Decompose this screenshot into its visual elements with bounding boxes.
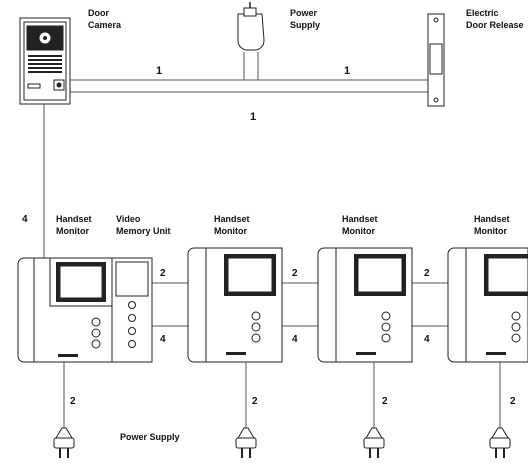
door-camera-lens-center [43, 36, 47, 40]
wire-count-link2-top: 2 [292, 268, 298, 279]
vmu-buttons [128, 301, 136, 348]
wire-count-power-release: 1 [344, 65, 350, 77]
handset-monitor-4 [447, 247, 528, 363]
handset-3-brand-strip [356, 352, 376, 355]
handset-1-brand-strip [58, 354, 78, 357]
wire-count-camera-monitor: 4 [22, 214, 28, 225]
handset-2-buttons [251, 311, 261, 343]
handset-3-screen-inner [357, 257, 403, 293]
wire-count-plug-4: 2 [510, 396, 516, 407]
plug-2 [235, 427, 257, 458]
power-supply-top: Power Supply [237, 2, 320, 51]
handset-4-buttons [511, 311, 521, 343]
power-supply-bottom-label: Power Supply [120, 432, 180, 442]
door-release-screw-bottom [433, 97, 439, 103]
handset-monitor-2 [187, 247, 283, 363]
wire-count-plug-2: 2 [252, 396, 258, 407]
power-supply-top-label-1: Power [290, 8, 318, 18]
power-supply-top-label-2: Supply [290, 20, 320, 30]
door-release-label-2: Door Release [466, 20, 524, 30]
wire-count-camera-power: 1 [156, 65, 162, 77]
power-adapter-plug [243, 7, 257, 17]
handset-3-label-1: Handset [342, 214, 378, 224]
wire-count-link2-bottom: 4 [292, 334, 298, 345]
inter-unit-wiring [152, 282, 448, 327]
top-wiring [43, 52, 428, 258]
plug-4 [489, 427, 511, 458]
power-adapter-body [237, 13, 265, 51]
handset-4-label-2: Monitor [474, 226, 507, 236]
handset-1-label-1: Handset [56, 214, 92, 224]
vmu-label-2: Memory Unit [116, 226, 171, 236]
handset-4-brand-strip [486, 352, 506, 355]
door-release-screw-top [433, 17, 439, 23]
electric-door-release: Electric Door Release [427, 8, 524, 107]
wire-count-link1-top: 2 [160, 268, 166, 279]
door-camera: Door Camera [19, 8, 122, 105]
vmu-panel [115, 261, 149, 297]
handset-monitor-3 [317, 247, 413, 363]
wire-count-plug-1: 2 [70, 396, 76, 407]
video-memory-unit [111, 257, 153, 363]
handset-4-screen-inner [487, 257, 528, 293]
door-camera-nameplate [27, 83, 41, 89]
handset-2-label-1: Handset [214, 214, 250, 224]
power-cords [63, 362, 501, 428]
handset-3-buttons [381, 311, 391, 343]
door-release-label-1: Electric [466, 8, 499, 18]
handset-4-label-1: Handset [474, 214, 510, 224]
handset-3-label-2: Monitor [342, 226, 375, 236]
plug-1 [53, 427, 75, 458]
handset-2-screen-inner [227, 257, 273, 293]
handset-2-label-2: Monitor [214, 226, 247, 236]
wire-count-link1-bottom: 4 [160, 334, 166, 345]
wire-count-link3-top: 2 [424, 268, 430, 279]
handset-1-label-2: Monitor [56, 226, 89, 236]
wire-count-link3-bottom: 4 [424, 334, 430, 345]
wire-count-camera-release: 1 [250, 111, 256, 123]
vmu-label-1: Video [116, 214, 141, 224]
door-release-latch [429, 43, 443, 75]
plug-3 [363, 427, 385, 458]
handset-2-brand-strip [226, 352, 246, 355]
handset-1-buttons [91, 317, 101, 349]
handset-monitor-1 [17, 257, 113, 363]
handset-1-screen-inner [59, 265, 103, 299]
door-camera-label-2: Camera [88, 20, 122, 30]
wire-count-plug-3: 2 [382, 396, 388, 407]
door-camera-call-button [56, 82, 62, 88]
door-camera-label-1: Door [88, 8, 109, 18]
door-camera-speaker-grille [28, 55, 62, 73]
